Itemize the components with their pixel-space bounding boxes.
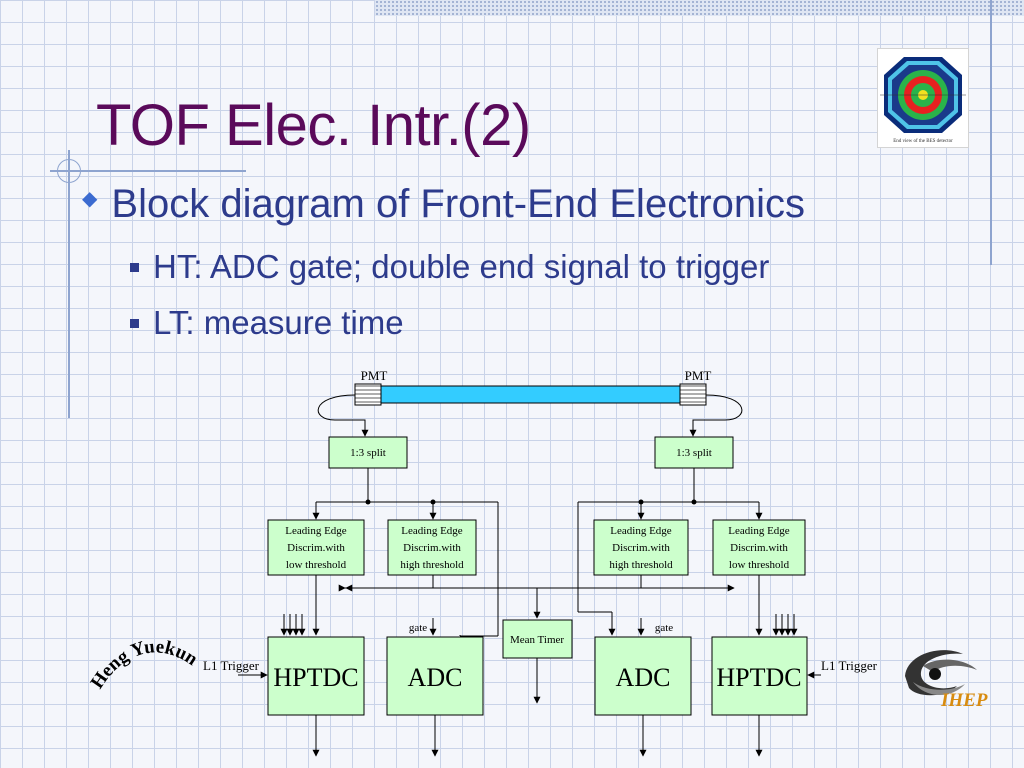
ihep-logo: IHEP <box>905 650 988 711</box>
disc-left-high-box <box>387 519 477 576</box>
split-left-fanout <box>312 468 499 637</box>
decor-circle <box>57 159 81 183</box>
disc-right-high-box <box>593 519 689 576</box>
hptdc-left-box <box>267 636 365 716</box>
split-left-label: 1:3 split <box>350 447 386 459</box>
pmt-left-to-split-arrow <box>317 394 369 437</box>
disc-right-low-line1: Leading Edge <box>728 525 790 537</box>
square-bullet-icon <box>130 263 139 272</box>
l1-trigger-right-label: L1 Trigger <box>821 658 878 673</box>
disc-left-high-line2: Discrim.with <box>403 542 461 554</box>
disc-right-high-line3: high threshold <box>609 559 673 571</box>
hptdc-left-label: HPTDC <box>273 663 358 692</box>
disc-left-low-line2: Discrim.with <box>287 542 345 554</box>
output-arrows <box>312 715 763 757</box>
l1-trigger-left-label: L1 Trigger <box>203 658 260 673</box>
disc-right-low-box <box>712 519 806 576</box>
mean-timer-label: Mean Timer <box>510 634 564 646</box>
disc-left-high-line1: Leading Edge <box>401 525 463 537</box>
ihep-text: IHEP <box>940 690 988 711</box>
sub-bullet-lt-text: LT: measure time <box>153 304 404 341</box>
split-right-fanout <box>577 468 763 612</box>
square-bullet-icon <box>130 319 139 328</box>
sub-bullet-ht: HT: ADC gate; double end signal to trigg… <box>130 248 769 286</box>
disc-left-low-line3: low threshold <box>286 559 347 571</box>
adc-left-label: ADC <box>408 663 463 692</box>
bes-detector-image: End view of the BES detector <box>877 48 969 148</box>
bes-caption: End view of the BES detector <box>893 139 953 144</box>
hptdc-right-box <box>711 636 808 716</box>
sub-bullet-ht-text: HT: ADC gate; double end signal to trigg… <box>153 248 770 285</box>
bullet-main-text: Block diagram of Front-End Electronics <box>111 182 806 226</box>
decor-vertical-line-right <box>990 0 992 265</box>
diamond-bullet-icon: ◆ <box>82 188 98 210</box>
disc-left-high-line3: high threshold <box>400 559 464 571</box>
disc-left-low-box <box>267 519 365 576</box>
pmt-right-label: PMT <box>685 368 712 383</box>
ihep-swirl-icon <box>905 650 963 696</box>
adc-right-box <box>594 636 692 716</box>
slide-title: TOF Elec. Intr.(2) <box>96 93 531 158</box>
header-texture-band <box>375 0 1024 16</box>
disc-right-high-line1: Leading Edge <box>610 525 672 537</box>
decor-horizontal-line <box>50 170 246 172</box>
bullet-main: ◆ Block diagram of Front-End Electronics <box>82 182 805 227</box>
hptdc-right-label: HPTDC <box>716 663 801 692</box>
split-right-label: 1:3 split <box>676 447 712 459</box>
disc-output-wires <box>312 575 763 636</box>
pmt-right-to-split-arrow <box>689 394 743 437</box>
adc-right-label: ADC <box>616 663 671 692</box>
hptdc-right-inputs <box>772 614 798 636</box>
bes-detector-drawing: End view of the BES detector <box>878 49 968 147</box>
hptdc-left-inputs <box>280 614 306 636</box>
gate-left-label: gate <box>409 622 427 634</box>
disc-left-low-line1: Leading Edge <box>285 525 347 537</box>
adc-left-box <box>386 636 484 716</box>
disc-right-low-line3: low threshold <box>729 559 790 571</box>
sub-bullet-lt: LT: measure time <box>130 304 404 342</box>
gate-right-label: gate <box>655 622 673 634</box>
author-name: Heng Yuekun <box>87 636 202 692</box>
split-left-box <box>328 436 408 469</box>
disc-right-high-line2: Discrim.with <box>612 542 670 554</box>
pmt-left-label: PMT <box>361 368 388 383</box>
disc-right-low-line2: Discrim.with <box>730 542 788 554</box>
decor-vertical-line-left <box>68 150 70 418</box>
